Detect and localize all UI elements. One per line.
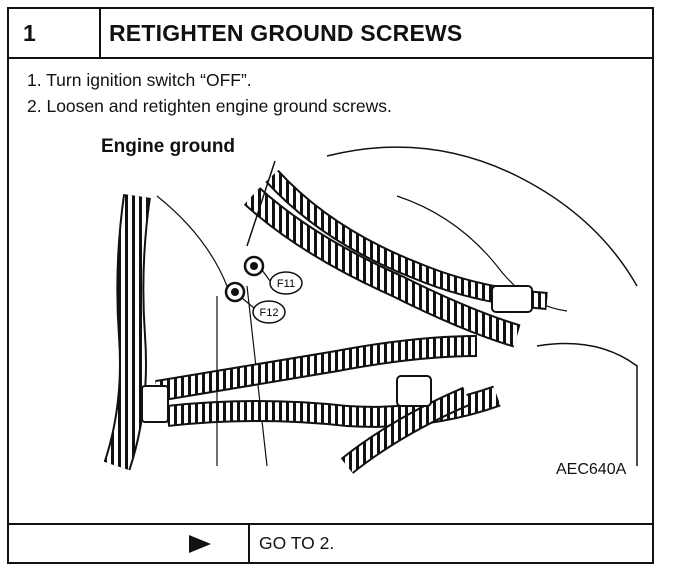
instruction-item: 2. Loosen and retighten engine ground sc… xyxy=(27,96,392,116)
step-number: 1 xyxy=(9,9,101,57)
step-header: 1 RETIGHTEN GROUND SCREWS xyxy=(9,9,652,59)
figure-code: AEC640A xyxy=(556,461,627,478)
instruction-item: 1. Turn ignition switch “OFF”. xyxy=(27,70,252,90)
step-title: RETIGHTEN GROUND SCREWS xyxy=(109,20,463,46)
callout-f12: F12 xyxy=(260,307,279,319)
goto-next-step[interactable]: GO TO 2. xyxy=(259,533,335,553)
instruction-list: 1. Turn ignition switch “OFF”. 2. Loosen… xyxy=(27,67,392,119)
right-triangle-arrow-icon xyxy=(189,535,211,553)
figure-label: Engine ground xyxy=(101,136,236,157)
footer-arrow-cell xyxy=(9,525,250,562)
step-footer: GO TO 2. xyxy=(9,523,652,562)
procedure-card: 1 RETIGHTEN GROUND SCREWS 1. Turn igniti… xyxy=(7,7,654,564)
engine-ground-illustration: F11 F12 xyxy=(103,146,638,474)
callout-f11: F11 xyxy=(277,278,295,290)
